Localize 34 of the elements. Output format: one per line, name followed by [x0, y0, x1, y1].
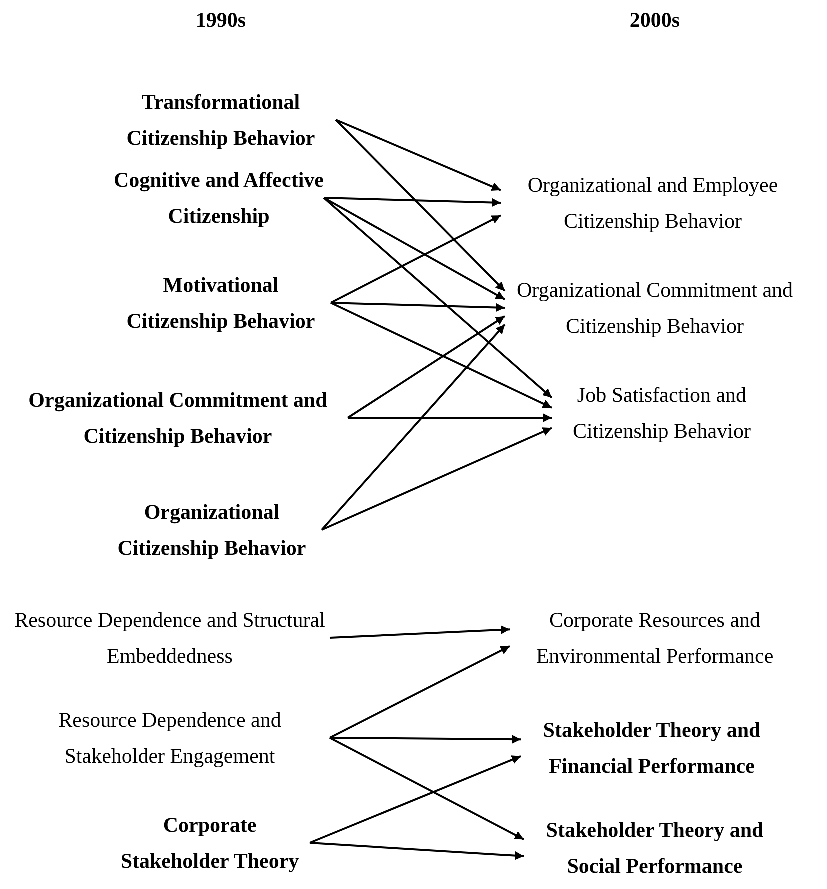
arrow — [330, 302, 552, 409]
column-heading: 2000s — [630, 8, 680, 33]
topic-text: Organizational Commitment and Citizenship Behavior — [8, 382, 348, 454]
topic-text: Job Satisfaction and Citizenship Behavior — [552, 377, 772, 449]
arrow — [330, 302, 506, 312]
topic-text: Stakeholder Theory and Social Performance — [524, 812, 786, 884]
topic-text: Corporate Resources and Environmental Performance — [510, 602, 800, 674]
topic-text: Organizational Commitment and Citizenship Behavior — [505, 272, 805, 344]
arrow — [310, 842, 524, 860]
topic-text: Resource Dependence and Stakeholder Engagement — [10, 702, 330, 774]
arrow — [324, 197, 502, 208]
arrow — [322, 427, 552, 531]
topic-text: Corporate Stakeholder Theory — [110, 807, 310, 879]
arrow — [330, 626, 510, 639]
arrow — [330, 214, 502, 304]
arrow — [330, 735, 521, 744]
topic-text: Motivational Citizenship Behavior — [111, 267, 331, 339]
arrow — [323, 197, 553, 399]
topic-text: Organizational and Employee Citizenship Behavior — [500, 167, 806, 239]
arrow — [336, 119, 502, 192]
arrow — [324, 197, 506, 300]
arrow — [335, 119, 506, 292]
arrow — [330, 737, 524, 840]
topic-text: Cognitive and Affective Citizenship — [114, 162, 324, 234]
arrow — [348, 414, 552, 423]
arrow — [310, 755, 522, 844]
topic-text: Transformational Citizenship Behavior — [106, 84, 336, 156]
topic-text: Resource Dependence and Structural Embeddedness — [10, 602, 330, 674]
column-heading: 1990s — [196, 8, 246, 33]
arrow — [330, 646, 510, 739]
arrow — [321, 324, 506, 531]
topic-text: Stakeholder Theory and Financial Performance — [521, 712, 783, 784]
arrow — [347, 316, 506, 419]
topic-text: Organizational Citizenship Behavior — [102, 494, 322, 566]
